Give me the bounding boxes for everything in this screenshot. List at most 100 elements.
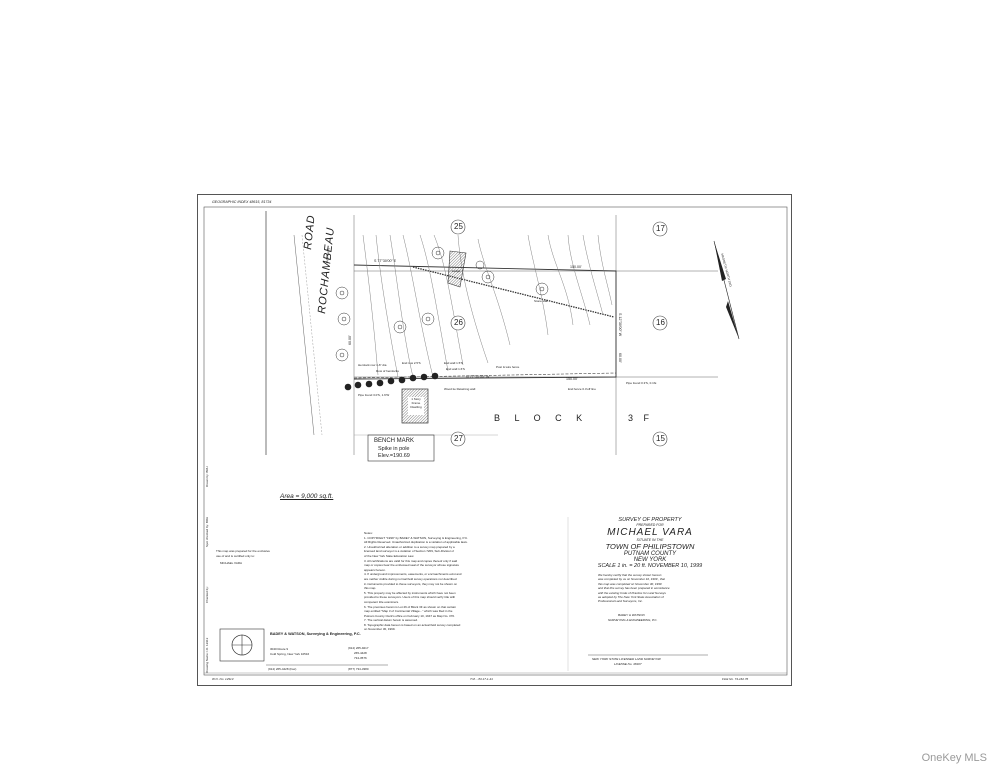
south-bearing: N 77°30'00" W: [466, 375, 490, 379]
company-addr1: 3040 Route 9: [270, 647, 289, 651]
row-hemlocks-label: Row of hemlocks: [376, 369, 399, 373]
hemlock-row: [344, 372, 439, 391]
note-line: are neither visible during normal field …: [364, 576, 457, 581]
note-line: Putnam County Clerk's office on February…: [364, 613, 455, 618]
situate: SITUATE IN THE: [636, 538, 664, 542]
state-name: NEW YORK: [633, 557, 667, 563]
lot-16: 16: [656, 318, 665, 327]
company-phone: (914) 265-9217: [348, 646, 369, 650]
road-edge-right: [293, 234, 315, 436]
note-line: 7. The vertical datum herein is assumed.: [364, 618, 418, 623]
lot-26: 26: [454, 318, 463, 327]
north-distance: 150.00': [570, 265, 582, 269]
cert-line: Professional Land Surveyors, Inc.: [598, 599, 643, 604]
stone-wall-label: Stone wall: [534, 299, 548, 303]
notes-block: Notes: 1. COPYRIGHT "1999" by BADEY & WA…: [364, 531, 468, 632]
retaining-wall-label: Wood tie Retaining wall: [444, 387, 476, 391]
east-bearing: S 12°30'00" W: [618, 313, 622, 337]
contour-lines: [362, 234, 613, 378]
end-row-label: End row 2.5'S: [402, 361, 421, 365]
hemlock-row-label: Hemlock row 4-6" dia: [358, 363, 387, 367]
cert-line: with the existing Code of Practice for L…: [598, 590, 666, 595]
pipe-found-se: Pipe found 0.3'S, 0.1'E: [626, 381, 657, 385]
west-distance: 60.00': [348, 335, 352, 345]
bench-mark-desc: Spike in pole: [378, 446, 410, 452]
geographic-index: GEOGRAPHIC INDEX 48615, 81734: [212, 200, 272, 204]
end-wall-1-label: End wall 1.5'N: [444, 361, 464, 365]
scale-date: SCALE 1 in. = 20 ft. NOVEMBER 10, 1999: [597, 563, 703, 569]
cert-line: was completed by us on November 10, 1999…: [598, 577, 665, 582]
town-name: TOWN OF PHILIPSTOWN: [605, 542, 695, 551]
block-label: B L O C K: [494, 413, 589, 423]
end-fence-label: End fence 0.4'off line: [568, 387, 596, 391]
note-line: 5. This property may be affected by inst…: [364, 590, 456, 595]
note-line: map entitled "Map 3 of Continental Villa…: [364, 609, 453, 614]
lot-17: 17: [656, 224, 665, 233]
note-line: 4. If underground improvements, easement…: [364, 572, 462, 577]
lot-15: 15: [656, 434, 665, 443]
note-line: 1. COPYRIGHT "1999" by BADEY & WATSON, S…: [364, 535, 469, 540]
company-name: BADEY & WATSON, Surveying & Engineering,…: [270, 632, 361, 636]
property-boundary: [353, 264, 617, 380]
company-phone2: 265-4428: [354, 651, 367, 655]
trees: [335, 246, 549, 362]
checked-by: Checked by:: [205, 586, 209, 603]
note-line: in instruments provided to these surveyo…: [364, 581, 458, 586]
note-line: 3. All certifications are valid for this…: [364, 558, 458, 563]
lot-27: 27: [454, 434, 463, 443]
note-line: this map.: [364, 586, 377, 591]
footer-file: FILE No. 74-162.76: [722, 677, 749, 681]
owner-name: MICHAEL VARA: [607, 527, 693, 538]
cert-line: this map was completed on November 30, 1…: [598, 581, 662, 586]
drawn-by: Drawn by: BRH: [205, 466, 209, 487]
east-distance: 60.00': [618, 353, 622, 363]
end-wall-2-label: End wall 1.6'S: [446, 367, 465, 371]
inner-border: [203, 206, 788, 676]
block-number: 3 F: [628, 413, 654, 423]
cert-firm-sub: SURVEYING & ENGINEERING, P.C.: [608, 618, 658, 622]
company-logo: [219, 628, 265, 662]
note-line: map or copies bear the embossed seal of …: [364, 563, 460, 568]
spot-checked: Spot checked by: BRH: [205, 516, 209, 547]
cert-firm: BADEY & WATSON: [618, 613, 645, 617]
title-block: SURVEY OF PROPERTY PREPARED FOR MICHAEL …: [570, 517, 730, 569]
stone-wall-line: [412, 266, 615, 318]
cert-line: and that this survey has been prepared i…: [598, 586, 670, 591]
note-line: appears hereon.: [364, 567, 386, 572]
company-fax: (914) 265-4428 (Fax): [268, 667, 297, 671]
area-label: Area = 9,000 sq.ft.: [280, 493, 334, 500]
prepared-for-line2: use of and is certified only to:: [216, 554, 255, 558]
footer-tm: T.M. - 83.17-1-41: [470, 677, 493, 681]
note-line: competent title examiners.: [364, 599, 400, 604]
company-phone3: 734-3576: [354, 656, 367, 660]
prepared-for: PREPARED FOR: [636, 523, 664, 527]
note-line: 8. Topographic data hereon is based on a…: [364, 622, 461, 627]
bench-mark-title: BENCH MARK: [374, 438, 415, 444]
bench-mark-box: [367, 434, 435, 462]
company-phone4: (877) 734-3380: [348, 667, 369, 671]
cert-line: We hereby certify that the survey shown …: [598, 573, 662, 577]
cert-license: LICENSE No. 48167: [614, 662, 642, 666]
bench-mark-elev: Elev.=190.69: [378, 453, 410, 459]
lot-25: 25: [454, 222, 463, 231]
notes-title: Notes:: [364, 531, 373, 535]
certification-block: We hereby certify that the survey shown …: [598, 573, 670, 604]
survey-sheet: GEOGRAPHIC INDEX 48615, 81734 ROCHAMBEAU…: [197, 194, 792, 686]
cert-surveyor: NEW YORK STATE LICENSED LAND SURVEYOR: [592, 657, 661, 661]
lot-circles: [450, 219, 668, 447]
ledge-label: Ledge: [452, 269, 461, 273]
prepared-for-name: MICHAEL VARA: [220, 561, 243, 565]
fence-line: [353, 372, 617, 379]
note-line: of the New York State Education Law.: [364, 553, 415, 558]
note-line: 2. Unauthorized alteration or addition t…: [364, 544, 455, 549]
cert-line: as adopted by The New York State Associa…: [598, 595, 664, 600]
footer-wo: W.O. No. 12913: [212, 677, 234, 681]
note-line: licensed land surveyor is a violation of…: [364, 549, 454, 554]
note-line: 6. The premises herein is Lot 26 of Bloc…: [364, 604, 456, 609]
survey-drawing: [203, 206, 788, 676]
county-name: PUTNAM COUNTY: [623, 551, 677, 557]
survey-of: SURVEY OF PROPERTY: [618, 517, 682, 523]
north-bearing: S 77°30'00" E: [374, 259, 397, 263]
post-wire-label: Post & wire fence: [496, 365, 520, 369]
south-distance: 150.00': [566, 377, 578, 381]
